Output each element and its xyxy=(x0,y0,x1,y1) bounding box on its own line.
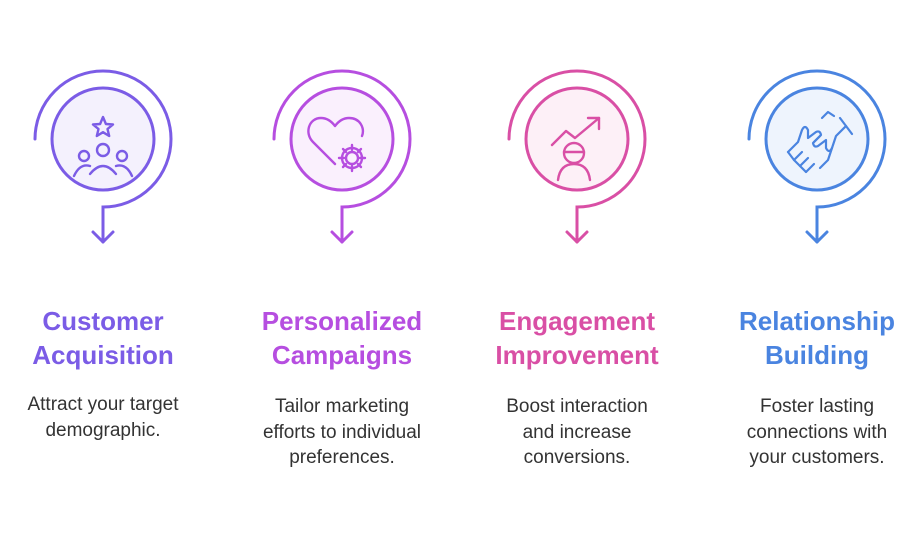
step-emblem xyxy=(507,69,647,244)
step-relationship-building: Relationship Building Foster lasting con… xyxy=(702,0,900,550)
step-engagement-improvement: Engagement Improvement Boost interaction… xyxy=(462,0,692,550)
arrow-arc xyxy=(272,69,412,244)
step-title: Relationship Building xyxy=(738,306,895,370)
heart-gear-icon xyxy=(307,116,367,173)
step-description: Tailor marketing efforts to individual p… xyxy=(262,396,422,468)
step-emblem xyxy=(747,69,887,244)
step-emblem xyxy=(272,69,412,244)
group-star-icon xyxy=(72,115,134,178)
arrow-head xyxy=(330,230,354,244)
person-growth-icon xyxy=(550,116,601,182)
inner-circle xyxy=(289,86,395,192)
arrow-arc xyxy=(747,69,887,244)
arrow-head xyxy=(565,230,589,244)
step-personalized-campaigns: Personalized Campaigns Tailor marketing … xyxy=(227,0,457,550)
step-title: Engagement Improvement xyxy=(495,306,659,370)
step-title: Personalized Campaigns xyxy=(261,306,423,370)
arrow-arc xyxy=(507,69,647,244)
step-emblem xyxy=(33,69,173,244)
step-description: Foster lasting connections with your cus… xyxy=(746,396,888,468)
inner-circle xyxy=(50,86,156,192)
step-description: Attract your target demographic. xyxy=(27,394,179,441)
arrow-head xyxy=(91,230,115,244)
inner-circle xyxy=(524,86,630,192)
handshake-icon xyxy=(786,110,854,174)
step-description: Boost interaction and increase conversio… xyxy=(506,396,648,468)
step-customer-acquisition: Customer Acquisition Attract your target… xyxy=(0,0,218,550)
arrow-arc xyxy=(33,69,173,244)
arrow-head xyxy=(805,230,829,244)
step-title: Customer Acquisition xyxy=(32,306,174,370)
